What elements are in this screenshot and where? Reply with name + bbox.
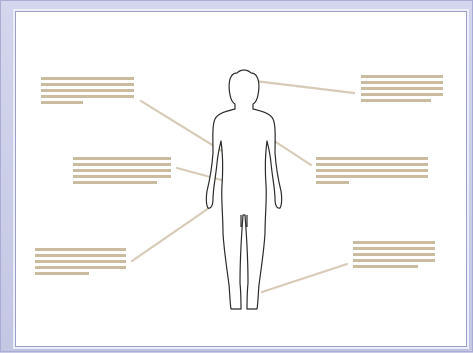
callout-lower-right: [353, 241, 435, 268]
placeholder-line: [73, 181, 157, 184]
placeholder-line: [361, 81, 443, 84]
placeholder-line: [361, 75, 443, 78]
placeholder-line: [35, 266, 126, 269]
placeholder-line: [41, 83, 134, 86]
callout-middle-right: [316, 157, 428, 184]
placeholder-line: [353, 241, 435, 244]
callout-middle-left: [73, 157, 171, 184]
human-body-icon: [206, 70, 281, 309]
placeholder-line: [73, 157, 171, 160]
placeholder-line: [316, 163, 428, 166]
leader-line-upper-right: [255, 81, 354, 93]
placeholder-line: [316, 175, 428, 178]
placeholder-line: [35, 272, 89, 275]
placeholder-line: [35, 254, 126, 257]
placeholder-line: [353, 265, 418, 268]
callout-upper-left: [41, 77, 134, 104]
placeholder-line: [35, 248, 126, 251]
placeholder-line: [73, 169, 171, 172]
placeholder-line: [316, 169, 428, 172]
placeholder-line: [41, 95, 134, 98]
placeholder-line: [353, 253, 435, 256]
placeholder-line: [353, 247, 435, 250]
placeholder-line: [73, 163, 171, 166]
placeholder-line: [73, 175, 171, 178]
leader-line-lower-left: [132, 208, 209, 261]
callout-upper-right: [361, 75, 443, 102]
placeholder-line: [35, 260, 126, 263]
placeholder-line: [41, 89, 134, 92]
placeholder-line: [41, 101, 83, 104]
placeholder-line: [361, 93, 443, 96]
placeholder-line: [353, 259, 435, 262]
callout-lower-left: [35, 248, 126, 275]
placeholder-line: [41, 77, 134, 80]
placeholder-line: [361, 87, 443, 90]
placeholder-line: [316, 181, 349, 184]
placeholder-line: [316, 157, 428, 160]
placeholder-line: [361, 99, 431, 102]
leader-line-lower-right: [262, 264, 347, 292]
